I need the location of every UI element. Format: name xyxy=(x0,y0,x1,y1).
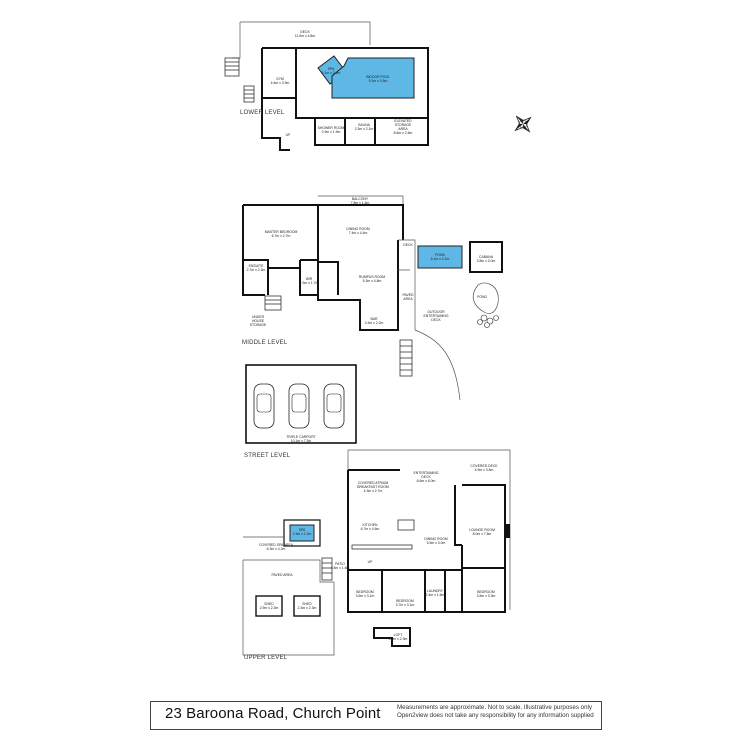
upper-stairs xyxy=(321,557,333,581)
level-label-middle: MIDDLE LEVEL xyxy=(242,340,288,346)
kitchen-island xyxy=(397,519,415,531)
middle-deck-outline xyxy=(398,239,461,401)
car-icon xyxy=(288,383,310,429)
upper-spa-surround xyxy=(283,519,321,547)
fireplace xyxy=(505,524,510,538)
middle-balcony-outline xyxy=(318,195,404,204)
property-address: 23 Baroona Road, Church Point xyxy=(165,705,381,722)
middle-pond-outline xyxy=(472,282,499,314)
carport-walls xyxy=(245,364,357,444)
disclaimer-line-2: Open2view does not take any responsibili… xyxy=(397,711,594,719)
lower-level-plan xyxy=(224,21,429,151)
level-label-upper: UPPER LEVEL xyxy=(244,655,288,661)
middle-rocks xyxy=(477,314,499,328)
lower-walls xyxy=(261,47,429,151)
disclaimer-line-1: Measurements are approximate. Not to sca… xyxy=(397,704,592,711)
level-label-street: STREET LEVEL xyxy=(244,453,291,459)
room-label: UP xyxy=(286,133,291,137)
middle-stairs xyxy=(264,295,413,377)
room-label: UP xyxy=(368,560,373,564)
car-icon xyxy=(323,383,345,429)
footer-box xyxy=(150,701,602,730)
lower-pool-water xyxy=(331,57,415,99)
middle-cabana-walls xyxy=(469,241,503,273)
upper-walls xyxy=(347,469,506,613)
upper-level-plan xyxy=(242,449,511,656)
shed-2 xyxy=(293,595,321,617)
disclaimer: Measurements are approximate. Not to sca… xyxy=(397,704,597,719)
lower-stairs xyxy=(224,57,255,103)
middle-pool-water xyxy=(417,245,463,269)
shed-1 xyxy=(255,595,283,617)
room-label: PAVED AREA xyxy=(272,573,294,577)
kitchen-bench xyxy=(351,544,413,550)
middle-level-plan xyxy=(242,195,503,401)
room-label: DECK xyxy=(403,243,413,247)
level-labels: LOWER LEVEL MIDDLE LEVEL STREET LEVEL UP… xyxy=(240,110,291,661)
upper-paved-outline xyxy=(242,536,335,656)
loft-walls xyxy=(373,627,411,647)
street-level-plan xyxy=(245,364,357,444)
lower-deck-outline xyxy=(232,21,371,59)
room-label: POND xyxy=(477,295,487,299)
car-icon xyxy=(253,383,275,429)
level-label-lower: LOWER LEVEL xyxy=(240,110,285,116)
middle-walls xyxy=(242,204,404,331)
upper-spa-water xyxy=(289,524,315,542)
compass-rose-icon xyxy=(514,115,532,133)
